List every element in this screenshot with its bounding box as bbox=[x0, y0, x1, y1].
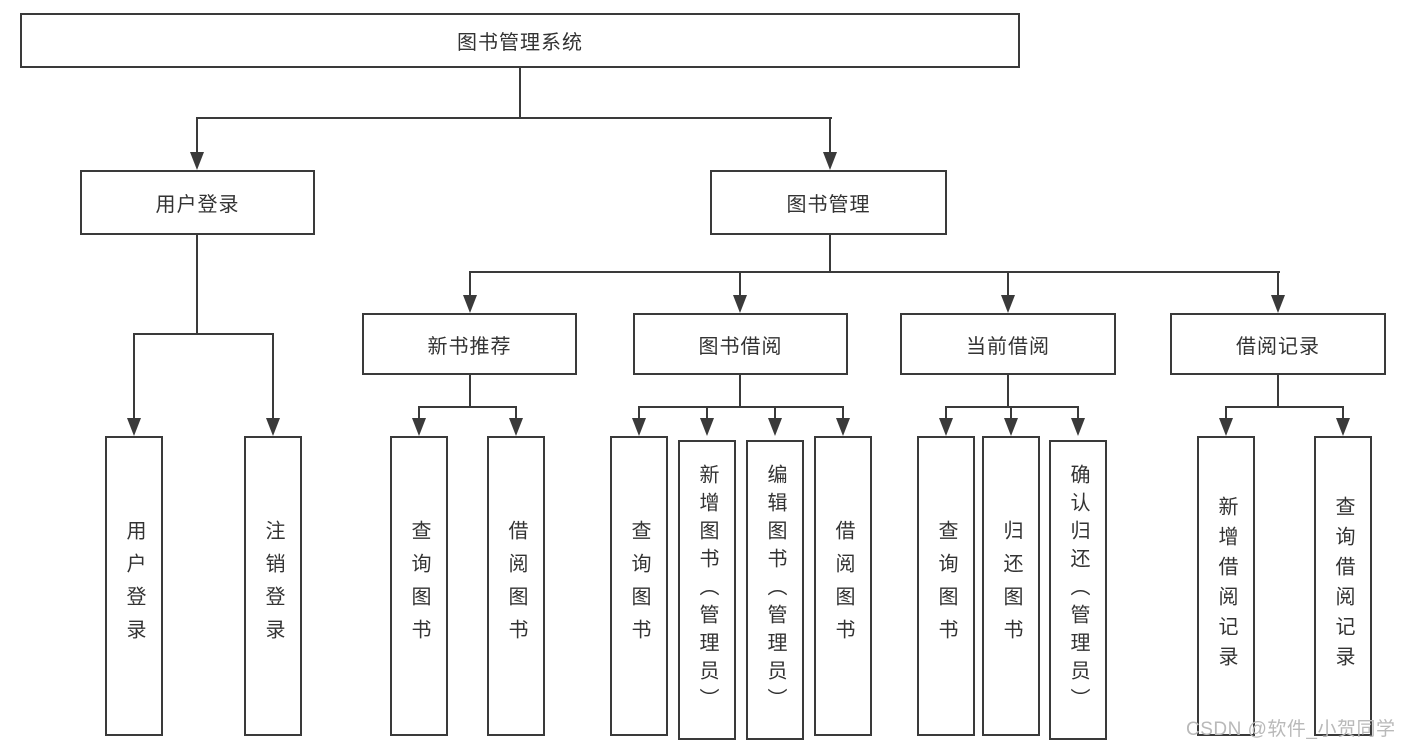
leaf-bb-query-books: 查询图书 bbox=[610, 436, 668, 736]
leaf-bb-add-books-admin-label: 新增图书（管理员） bbox=[696, 464, 718, 716]
node-user-login: 用户登录 bbox=[80, 170, 315, 235]
connector-line bbox=[1277, 271, 1279, 296]
node-current-borrowing: 当前借阅 bbox=[900, 313, 1116, 375]
node-library-system-label: 图书管理系统 bbox=[457, 32, 583, 54]
leaf-br-add-record: 新增借阅记录 bbox=[1197, 436, 1255, 736]
arrow-down-icon bbox=[1001, 295, 1015, 313]
leaf-cb-query-books-label: 查询图书 bbox=[935, 520, 957, 652]
node-book-management-label: 图书管理 bbox=[786, 194, 871, 216]
node-current-borrowing-label: 当前借阅 bbox=[966, 335, 1050, 358]
connector-line bbox=[418, 406, 517, 408]
leaf-user-login-label: 用户登录 bbox=[123, 520, 145, 652]
leaf-cb-return-books-label: 归还图书 bbox=[1000, 520, 1022, 652]
connector-line bbox=[1007, 271, 1009, 296]
arrow-down-icon bbox=[1071, 418, 1085, 436]
connector-line bbox=[133, 333, 135, 419]
arrow-down-icon bbox=[700, 418, 714, 436]
connector-line bbox=[418, 406, 420, 420]
connector-line bbox=[706, 406, 708, 420]
node-new-book-recommend: 新书推荐 bbox=[362, 313, 577, 375]
node-book-management: 图书管理 bbox=[710, 170, 947, 235]
connector-line bbox=[739, 375, 741, 408]
leaf-user-login: 用户登录 bbox=[105, 436, 163, 736]
connector-line bbox=[774, 406, 776, 420]
leaf-br-add-record-label: 新增借阅记录 bbox=[1215, 496, 1237, 676]
leaf-bb-add-books-admin: 新增图书（管理员） bbox=[678, 440, 736, 740]
arrow-down-icon bbox=[412, 418, 426, 436]
leaf-nb-borrow-books: 借阅图书 bbox=[487, 436, 545, 736]
arrow-down-icon bbox=[1004, 418, 1018, 436]
connector-line bbox=[133, 333, 274, 335]
arrow-down-icon bbox=[823, 152, 837, 170]
connector-line bbox=[519, 68, 521, 119]
arrow-down-icon bbox=[509, 418, 523, 436]
leaf-cb-query-books: 查询图书 bbox=[917, 436, 975, 736]
arrow-down-icon bbox=[1271, 295, 1285, 313]
csdn-watermark: CSDN @软件_小贺同学 bbox=[1186, 719, 1396, 740]
connector-line bbox=[196, 117, 198, 153]
leaf-logout: 注销登录 bbox=[244, 436, 302, 736]
connector-line bbox=[829, 117, 831, 153]
connector-line bbox=[945, 406, 947, 420]
connector-line bbox=[1007, 375, 1009, 408]
node-user-login-label: 用户登录 bbox=[155, 194, 240, 216]
node-library-system: 图书管理系统 bbox=[20, 13, 1020, 68]
connector-line bbox=[829, 235, 831, 273]
connector-line bbox=[469, 271, 471, 296]
connector-line bbox=[196, 235, 198, 335]
leaf-bb-edit-books-admin-label: 编辑图书（管理员） bbox=[764, 464, 786, 716]
leaf-cb-confirm-return-admin: 确认归还（管理员） bbox=[1049, 440, 1107, 740]
arrow-down-icon bbox=[463, 295, 477, 313]
leaf-nb-query-books-label: 查询图书 bbox=[408, 520, 430, 652]
connector-line bbox=[638, 406, 640, 420]
arrow-down-icon bbox=[733, 295, 747, 313]
leaf-cb-confirm-return-admin-label: 确认归还（管理员） bbox=[1067, 464, 1089, 716]
node-borrow-records: 借阅记录 bbox=[1170, 313, 1386, 375]
connector-line bbox=[469, 375, 471, 408]
connector-line bbox=[1010, 406, 1012, 420]
node-book-borrowing-label: 图书借阅 bbox=[698, 335, 783, 358]
leaf-cb-return-books: 归还图书 bbox=[982, 436, 1040, 736]
arrow-down-icon bbox=[836, 418, 850, 436]
connector-line bbox=[842, 406, 844, 420]
connector-line bbox=[1342, 406, 1344, 420]
leaf-br-query-record: 查询借阅记录 bbox=[1314, 436, 1372, 736]
node-book-borrowing: 图书借阅 bbox=[633, 313, 848, 375]
arrow-down-icon bbox=[190, 152, 204, 170]
arrow-down-icon bbox=[266, 418, 280, 436]
connector-line bbox=[515, 406, 517, 420]
arrow-down-icon bbox=[768, 418, 782, 436]
connector-line bbox=[638, 406, 844, 408]
connector-line bbox=[739, 271, 741, 296]
connector-line bbox=[196, 117, 832, 119]
leaf-nb-borrow-books-label: 借阅图书 bbox=[505, 520, 527, 652]
arrow-down-icon bbox=[1219, 418, 1233, 436]
leaf-bb-query-books-label: 查询图书 bbox=[628, 520, 650, 652]
arrow-down-icon bbox=[1336, 418, 1350, 436]
leaf-logout-label: 注销登录 bbox=[262, 520, 284, 652]
connector-line bbox=[469, 271, 1280, 273]
leaf-bb-borrow-books-label: 借阅图书 bbox=[832, 520, 854, 652]
arrow-down-icon bbox=[939, 418, 953, 436]
node-borrow-records-label: 借阅记录 bbox=[1236, 335, 1320, 358]
leaf-bb-edit-books-admin: 编辑图书（管理员） bbox=[746, 440, 804, 740]
node-new-book-recommend-label: 新书推荐 bbox=[427, 335, 512, 358]
connector-line bbox=[1077, 406, 1079, 420]
connector-line bbox=[945, 406, 1079, 408]
connector-line bbox=[1225, 406, 1344, 408]
leaf-bb-borrow-books: 借阅图书 bbox=[814, 436, 872, 736]
arrow-down-icon bbox=[127, 418, 141, 436]
connector-line bbox=[1277, 375, 1279, 408]
connector-line bbox=[272, 333, 274, 419]
arrow-down-icon bbox=[632, 418, 646, 436]
connector-line bbox=[1225, 406, 1227, 420]
leaf-nb-query-books: 查询图书 bbox=[390, 436, 448, 736]
leaf-br-query-record-label: 查询借阅记录 bbox=[1332, 496, 1354, 676]
